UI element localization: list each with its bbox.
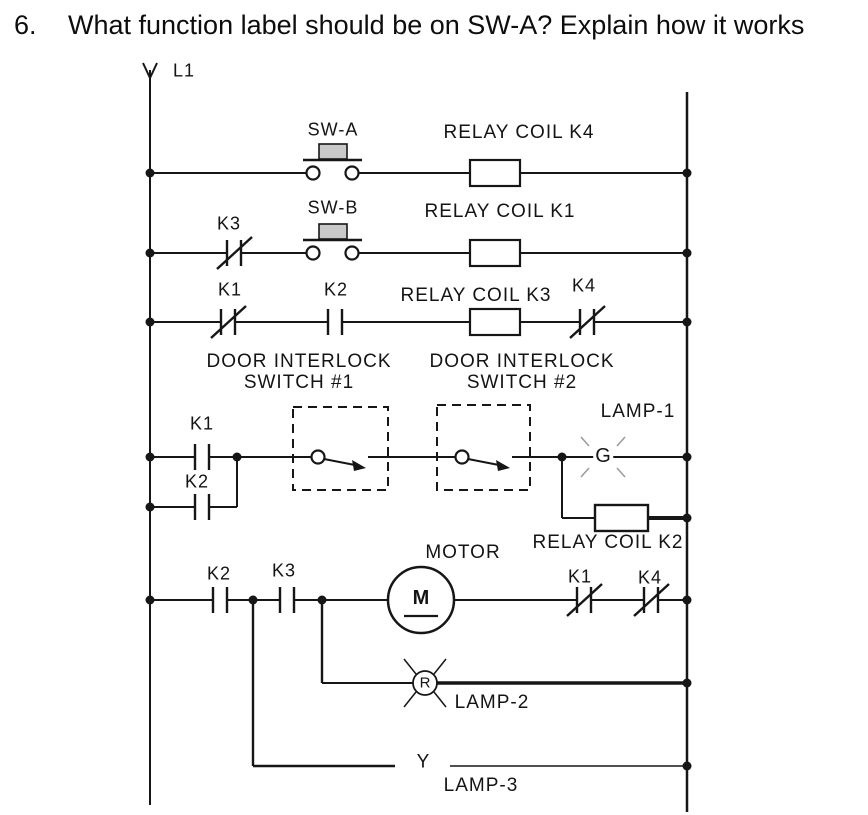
no-contact-k1-rung4-icon [193, 444, 211, 470]
k4-label-rung5: K4 [637, 567, 663, 588]
door1-title: DOOR INTERLOCK [206, 351, 392, 372]
no-contact-k2-rung3-icon [326, 309, 344, 335]
lamp-2-icon [403, 658, 447, 708]
lamp2-letter: R [419, 674, 431, 692]
pushbutton-sw-b-icon [303, 223, 362, 261]
motor-label: MOTOR [425, 542, 501, 563]
left-rail [142, 62, 158, 805]
door1-subtitle: SWITCH #1 [243, 372, 355, 393]
k4-label-rung3: K4 [571, 275, 597, 296]
lamp1-letter: G [593, 445, 613, 467]
door-switch-1-icon [292, 406, 389, 491]
no-contact-k2-rung4-icon [193, 494, 211, 520]
question-text: What function label should be on SW-A? E… [68, 10, 805, 40]
question-number: 6. [14, 10, 37, 40]
k1-label-rung3: K1 [217, 279, 243, 300]
lamp3-letter: Y [416, 751, 430, 773]
k2-label-rung3: K2 [323, 279, 349, 300]
nc-contact-k1-rung3-icon [210, 305, 247, 339]
pushbutton-sw-a-icon [303, 143, 362, 181]
lamp2-label: LAMP-2 [454, 692, 530, 713]
sw-b-label: SW-B [307, 197, 359, 218]
relay-coil-k2-label: RELAY COIL K2 [532, 532, 684, 553]
coil-k2-branch-wire [561, 457, 687, 520]
relay-coil-k3-label: RELAY COIL K3 [400, 285, 552, 306]
k2-label-rung4: K2 [184, 471, 210, 492]
relay-coil-k1-label: RELAY COIL K1 [424, 201, 576, 222]
nc-contact-k3-icon [216, 236, 253, 270]
coil-k1-icon [468, 238, 522, 268]
sw-a-label: SW-A [307, 119, 359, 140]
nc-contact-k1-rung5-icon [566, 583, 603, 617]
lamp-3-branch-wire [251, 600, 687, 768]
k1-label-rung4: K1 [189, 413, 215, 434]
coil-k2-icon [593, 503, 650, 533]
door2-title: DOOR INTERLOCK [429, 351, 615, 372]
nc-contact-k4-rung3-icon [569, 305, 606, 339]
coil-k3-icon [468, 307, 522, 337]
door-switch-2-icon [436, 404, 531, 491]
motor-icon [386, 565, 456, 635]
lamp3-label: LAMP-3 [443, 775, 519, 796]
k2-label-rung5: K2 [206, 563, 232, 584]
l1-rail-label: L1 [172, 60, 196, 81]
door2-subtitle: SWITCH #2 [466, 372, 578, 393]
no-contact-k3-rung5-icon [278, 587, 296, 613]
no-contact-k2-rung5-icon [211, 587, 229, 613]
junction-dots [145, 168, 692, 771]
lamp1-label: LAMP-1 [600, 401, 676, 422]
relay-coil-k4-label: RELAY COIL K4 [443, 122, 595, 143]
motor-letter: M [412, 587, 430, 609]
coil-k4-icon [468, 158, 522, 188]
k1-label-rung5: K1 [567, 566, 593, 587]
lamp-2-branch-wire [320, 600, 687, 685]
k3-label-rung5: K3 [271, 560, 297, 581]
lamp-1-icon [580, 436, 626, 478]
nc-contact-k4-rung5-icon [633, 583, 670, 617]
k3-label-rung2: K3 [216, 213, 242, 234]
